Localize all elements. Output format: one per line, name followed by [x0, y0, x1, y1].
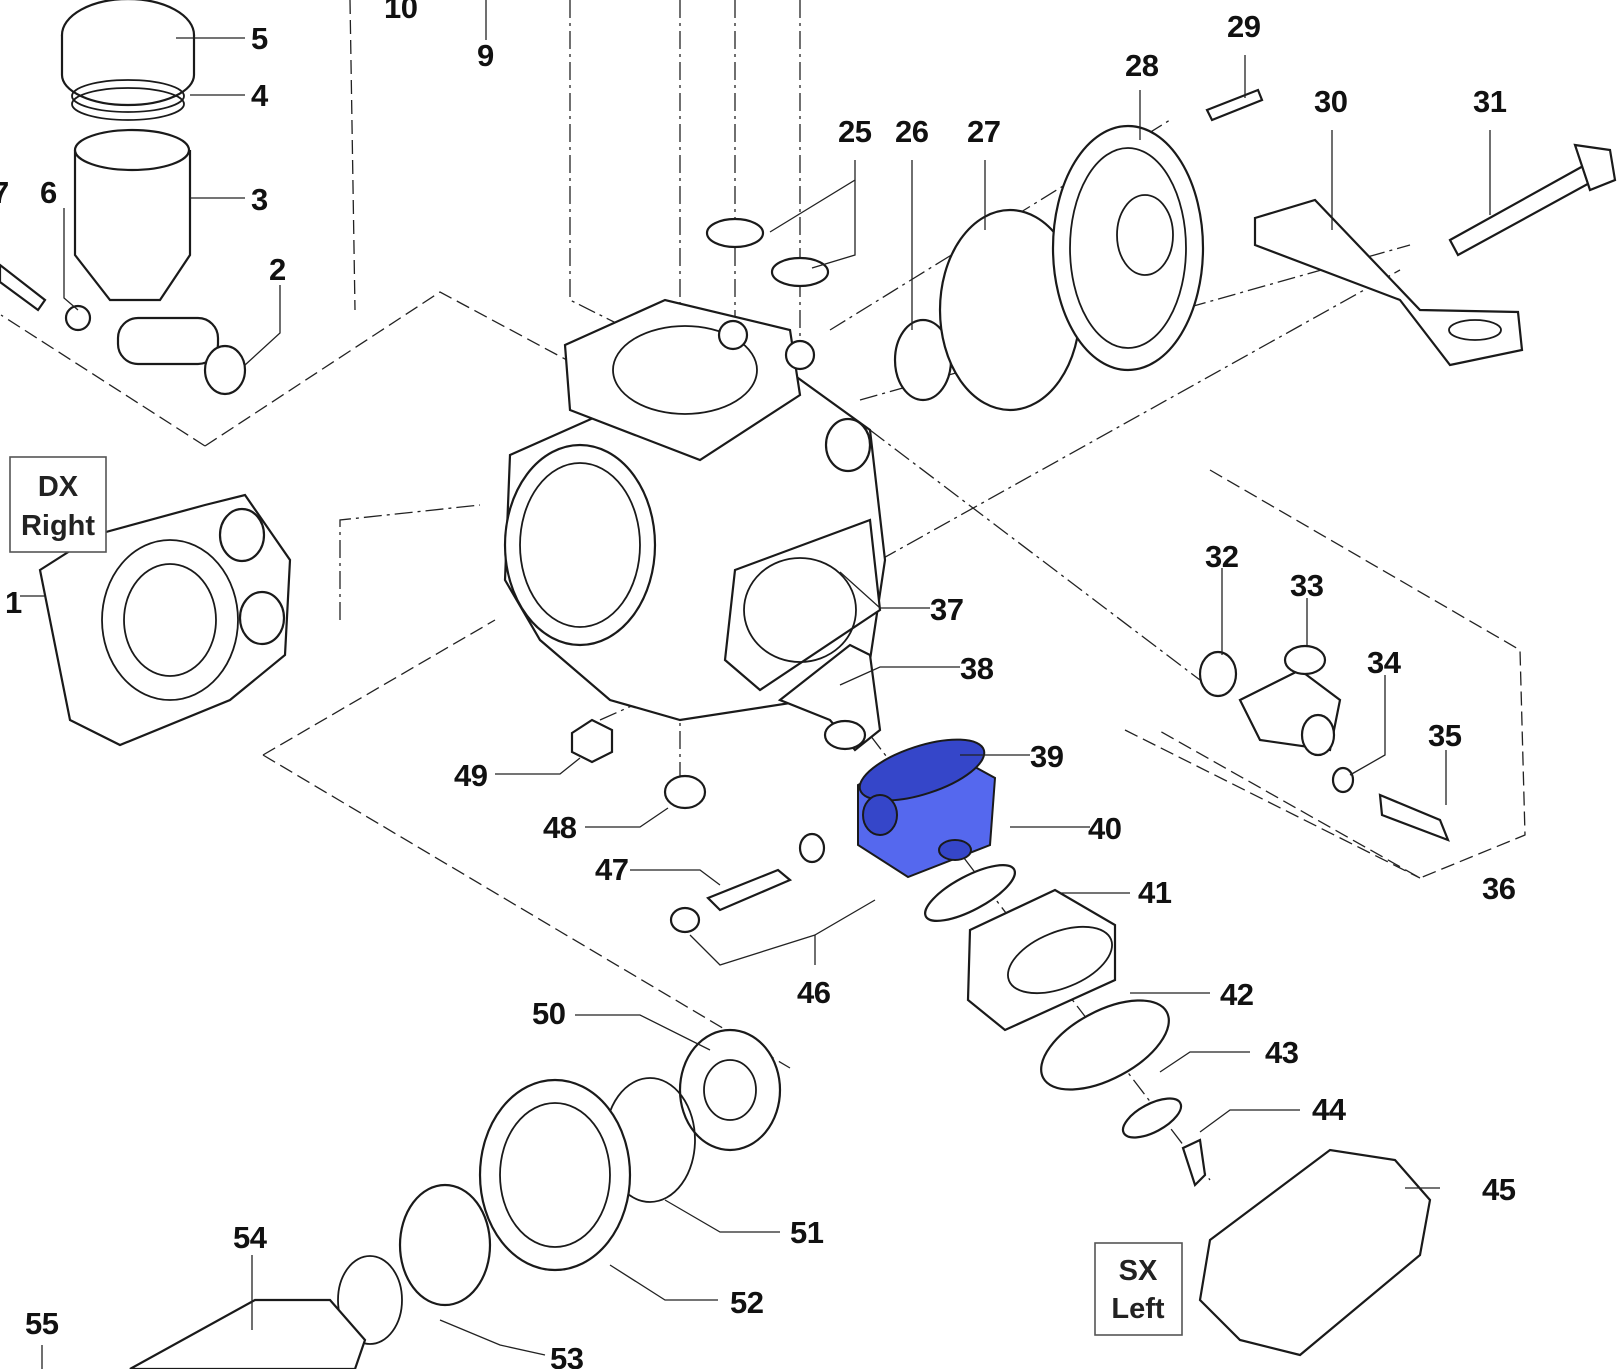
callout-52: 52 [730, 1285, 763, 1320]
callout-25: 25 [838, 114, 872, 149]
callout-31: 31 [1473, 84, 1507, 119]
callout-3: 3 [251, 182, 268, 217]
side-label-right: DX Right [9, 456, 107, 553]
callout-4: 4 [251, 78, 269, 113]
callout-44: 44 [1312, 1092, 1347, 1127]
callout-28: 28 [1125, 48, 1159, 83]
callout-10: 10 [384, 0, 417, 25]
filler-cup-group [0, 0, 247, 396]
callout-55: 55 [25, 1306, 59, 1341]
right-label-code: DX [38, 471, 79, 503]
callout-numbers: 10 9 5 4 3 2 6 7 1 25 26 27 28 29 30 31 … [0, 0, 1516, 1369]
callout-45: 45 [1482, 1172, 1516, 1207]
callout-1: 1 [5, 585, 22, 620]
callout-39: 39 [1030, 739, 1064, 774]
callout-7: 7 [0, 175, 9, 210]
callout-35: 35 [1428, 718, 1462, 753]
callout-26: 26 [895, 114, 929, 149]
right-label-box [9, 456, 107, 553]
callout-6: 6 [40, 175, 57, 210]
callout-30: 30 [1314, 84, 1347, 119]
left-label-code: SX [1119, 1255, 1158, 1287]
callout-33: 33 [1290, 568, 1324, 603]
callout-27: 27 [967, 114, 1000, 149]
side-label-left: SX Left [1094, 1242, 1183, 1336]
bearing-group [129, 1028, 782, 1369]
connecting-rod [777, 643, 882, 752]
top-seals [705, 208, 1082, 412]
callout-9: 9 [477, 38, 494, 73]
callout-40: 40 [1088, 811, 1121, 846]
callout-36: 36 [1482, 871, 1516, 906]
callout-34: 34 [1367, 645, 1402, 680]
pump-body [503, 298, 887, 722]
bracket-and-rod [1253, 143, 1617, 367]
callout-5: 5 [251, 21, 268, 56]
callout-38: 38 [960, 651, 994, 686]
callout-41: 41 [1138, 875, 1172, 910]
callout-54: 54 [233, 1220, 268, 1255]
callout-47: 47 [595, 852, 628, 887]
callout-46: 46 [797, 975, 831, 1010]
left-label-text: Left [1111, 1293, 1165, 1325]
callout-32: 32 [1205, 539, 1238, 574]
right-cover [38, 493, 292, 747]
callout-53: 53 [550, 1341, 584, 1369]
callout-48: 48 [543, 810, 577, 845]
callout-leaders [20, 0, 1491, 1369]
right-label-text: Right [21, 510, 95, 542]
callout-37: 37 [930, 592, 963, 627]
callout-2: 2 [269, 252, 286, 287]
piston-highlighted [857, 738, 997, 879]
piston-stack [924, 864, 1432, 1357]
left-label-box [1094, 1242, 1183, 1336]
pin-and-nut-group [570, 718, 826, 934]
callout-29: 29 [1227, 9, 1261, 44]
callout-51: 51 [790, 1215, 824, 1250]
fitting-group [1198, 644, 1450, 842]
callout-43: 43 [1265, 1035, 1299, 1070]
callout-42: 42 [1220, 977, 1253, 1012]
head-cover [1051, 88, 1264, 372]
callout-49: 49 [454, 758, 488, 793]
callout-50: 50 [532, 996, 565, 1031]
